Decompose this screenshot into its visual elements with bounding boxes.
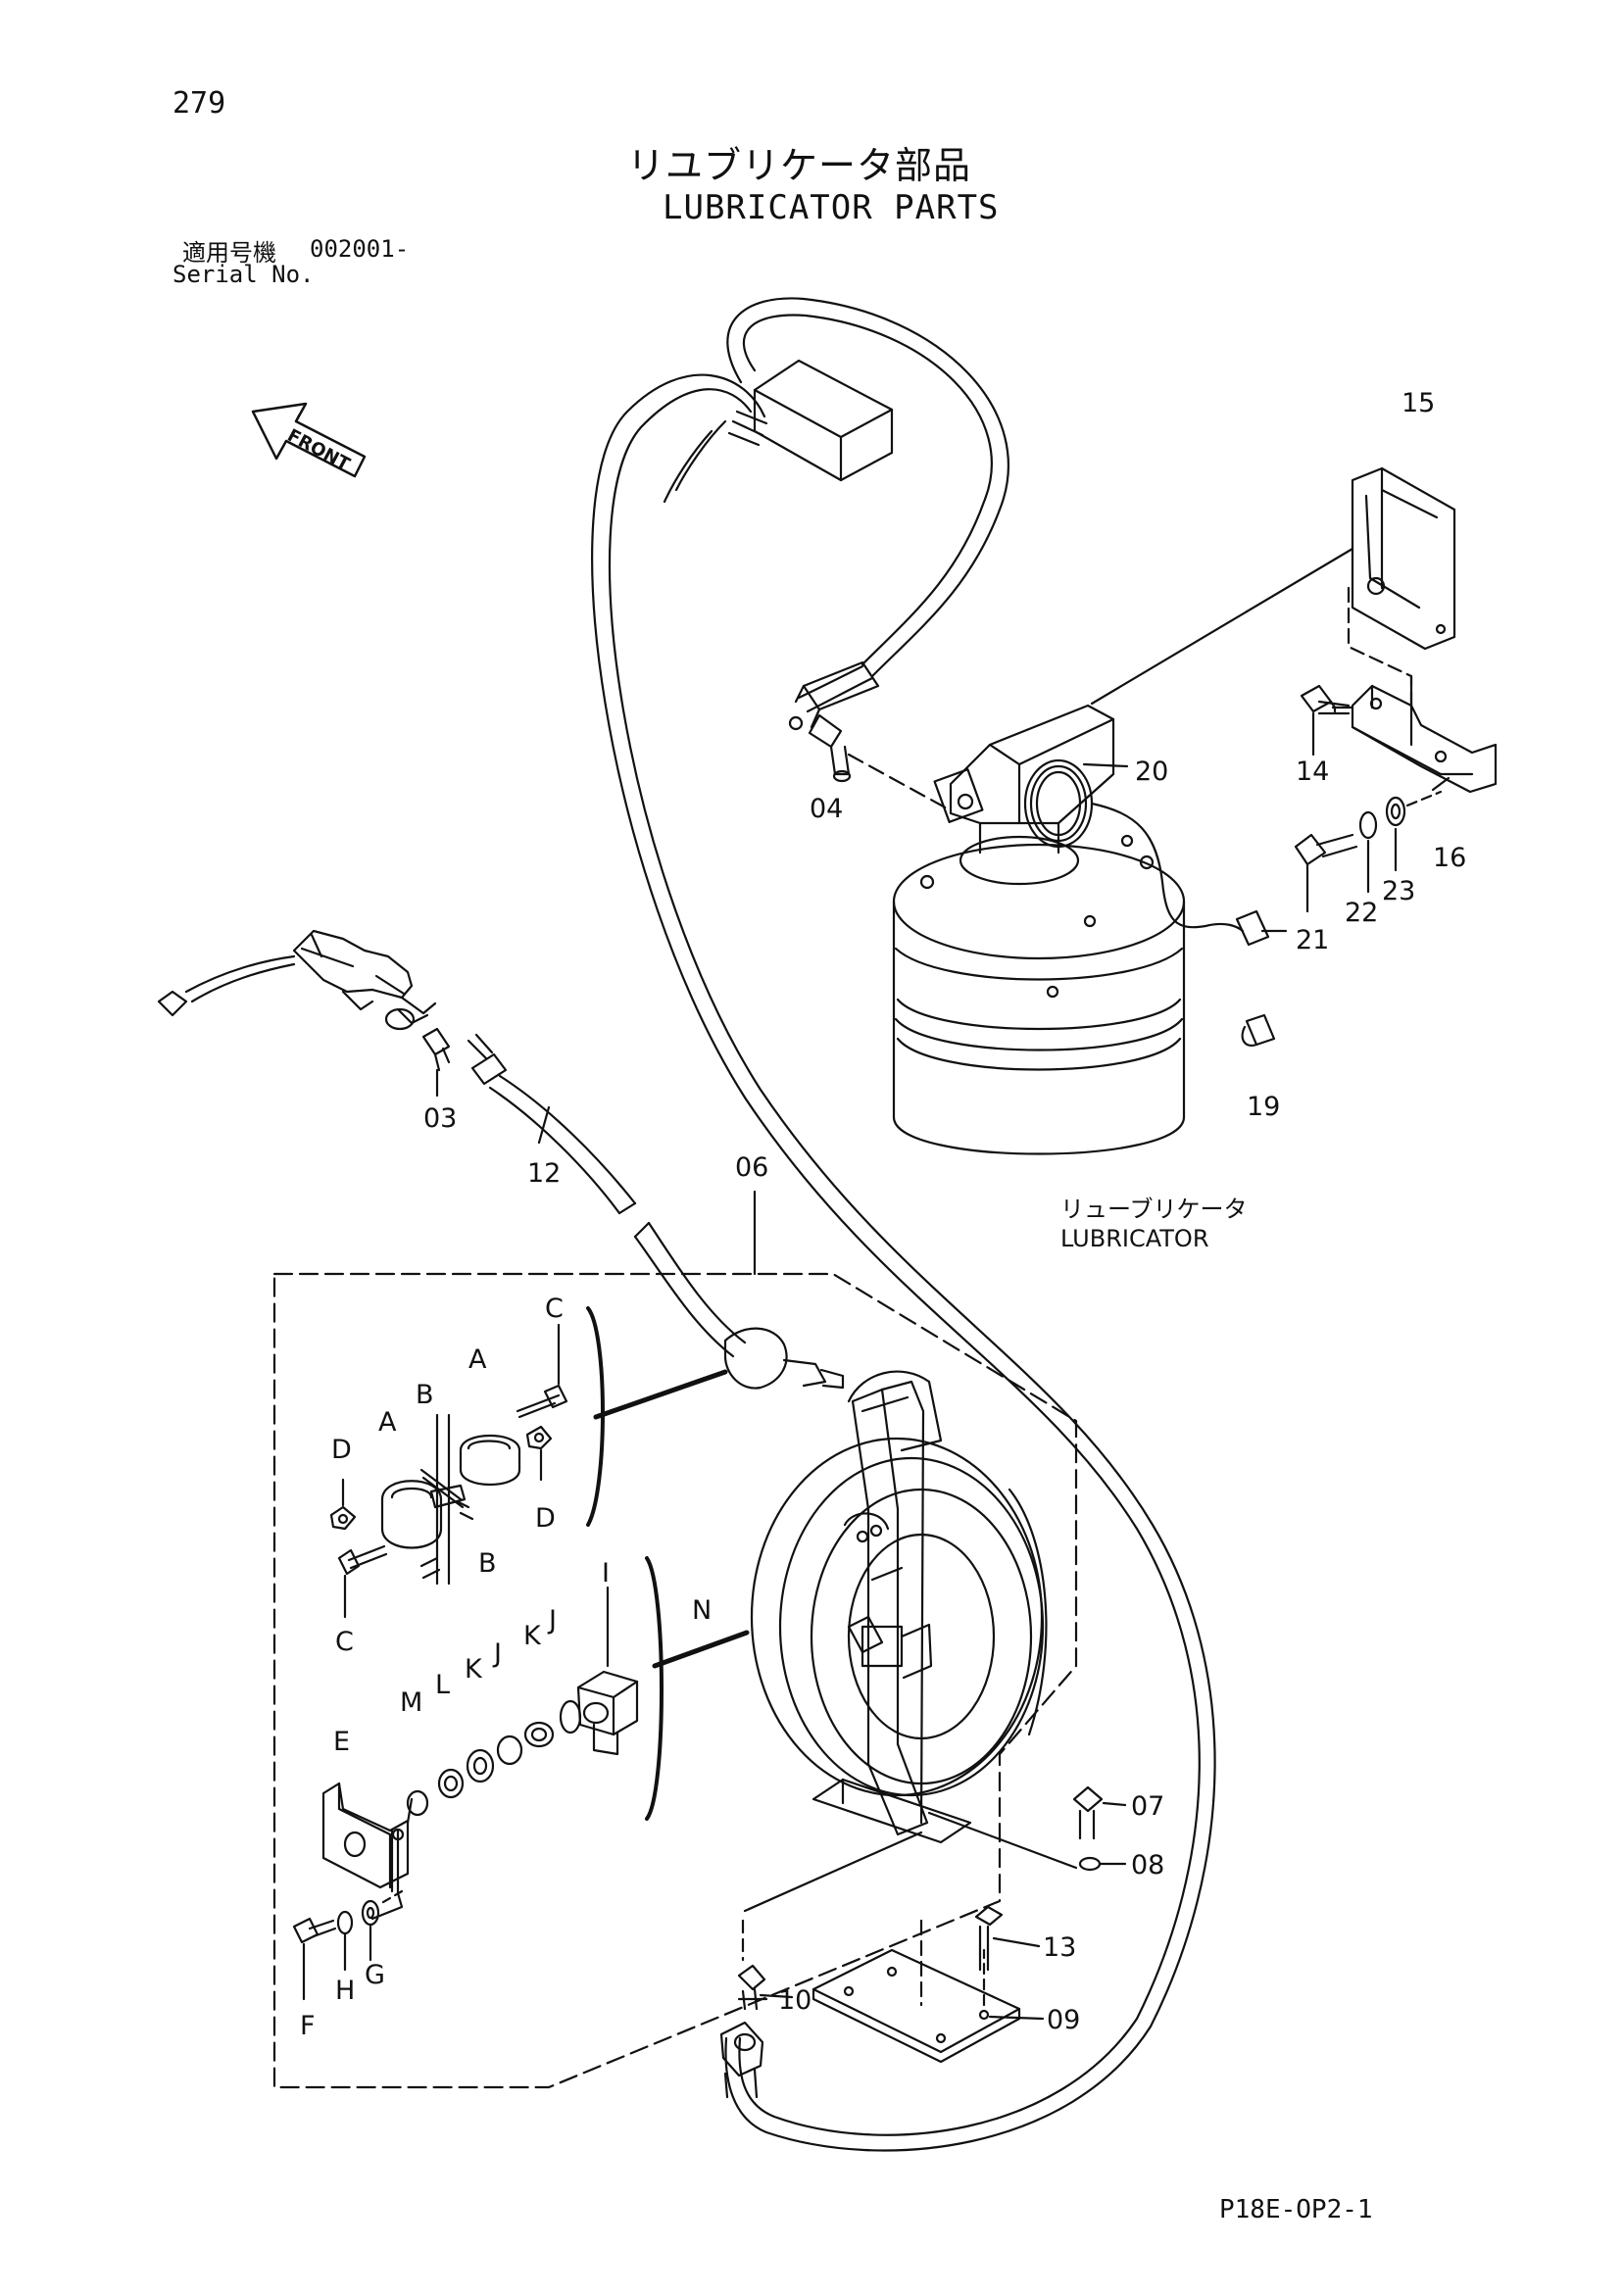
callout-22: 22 — [1345, 898, 1378, 928]
group-06-outline — [272, 1272, 1078, 2089]
callout-23: 23 — [1382, 876, 1415, 906]
callout-M: M — [400, 1687, 422, 1718]
bolt-21 — [1294, 833, 1358, 913]
callout-06: 06 — [735, 1152, 768, 1183]
bolt-14 — [1300, 684, 1351, 757]
callout-K-right: K — [523, 1621, 542, 1651]
page-number: 279 — [172, 86, 226, 121]
swivel-detail-group — [292, 1586, 639, 2001]
callout-19: 19 — [1247, 1092, 1280, 1122]
callout-J-right: J — [547, 1605, 557, 1636]
base-plate-09 — [812, 1919, 1045, 2064]
callout-K-left: K — [465, 1654, 483, 1685]
callout-E: E — [333, 1727, 350, 1757]
washer-08 — [1078, 1856, 1127, 1872]
pressure-switch-block — [663, 359, 894, 504]
callout-04: 04 — [810, 794, 843, 824]
serial-label-en: Serial No. — [172, 261, 315, 288]
callout-J-left: J — [492, 1638, 502, 1669]
callout-20: 20 — [1135, 757, 1168, 787]
callout-13: 13 — [1043, 1932, 1076, 1963]
callout-C-upper: C — [545, 1294, 564, 1324]
lubricator-label-jp: リューブリケータ — [1060, 1196, 1248, 1223]
callout-15: 15 — [1402, 388, 1435, 418]
callout-07: 07 — [1131, 1791, 1164, 1822]
washer-22 — [1358, 810, 1378, 840]
callout-F: F — [300, 2011, 316, 2041]
serial-range: 002001- — [310, 235, 410, 263]
callout-16: 16 — [1433, 843, 1466, 873]
callout-21: 21 — [1296, 925, 1329, 955]
hose-to-04 — [788, 660, 880, 731]
lubricator-unit — [892, 704, 1276, 1155]
grease-gun — [157, 929, 437, 1031]
callout-C-lower: C — [335, 1627, 354, 1657]
callout-08: 08 — [1131, 1850, 1164, 1881]
bolt-07 — [1072, 1785, 1127, 1840]
figure-code: P18E-OP2-1 — [1219, 2195, 1373, 2224]
serial-label-jp: 適用号機 — [182, 239, 276, 267]
callout-I: I — [602, 1558, 610, 1588]
bracket-15 — [1347, 466, 1456, 747]
washer-23 — [1385, 796, 1406, 827]
hose-reel — [723, 1327, 1048, 1844]
callout-G: G — [365, 1960, 385, 1990]
lower-connector — [719, 2021, 764, 2099]
bracket-16 — [1331, 684, 1498, 794]
clamp-detail-group — [329, 1323, 568, 1619]
bolt-13 — [974, 1905, 1041, 1972]
hose-12 — [467, 1033, 747, 1358]
callout-N: N — [692, 1595, 712, 1626]
page-title-en: LUBRICATOR PARTS — [663, 188, 1000, 227]
callout-09: 09 — [1047, 2005, 1080, 2035]
elbow-fitting-04 — [808, 713, 852, 783]
main-hose — [591, 297, 1216, 2152]
lubricator-label-en: LUBRICATOR — [1060, 1225, 1209, 1252]
callout-10: 10 — [778, 1985, 812, 2016]
callout-03: 03 — [423, 1103, 457, 1134]
fitting-10 — [737, 1964, 794, 2011]
callout-D-left: D — [331, 1435, 352, 1465]
callout-B-lower: B — [478, 1548, 497, 1579]
page-title-jp: リユブリケータ部品 — [627, 144, 972, 187]
front-arrow-icon: FRONT — [251, 402, 367, 478]
callout-B-upper: B — [416, 1380, 434, 1410]
callout-A-lower: A — [378, 1407, 397, 1438]
callout-14: 14 — [1296, 757, 1329, 787]
callout-A-upper: A — [468, 1344, 487, 1375]
callout-12: 12 — [527, 1158, 561, 1189]
callout-H: H — [335, 1976, 355, 2006]
callout-L: L — [435, 1670, 450, 1700]
fitting-03 — [421, 1027, 451, 1098]
callout-D-right: D — [535, 1503, 556, 1534]
